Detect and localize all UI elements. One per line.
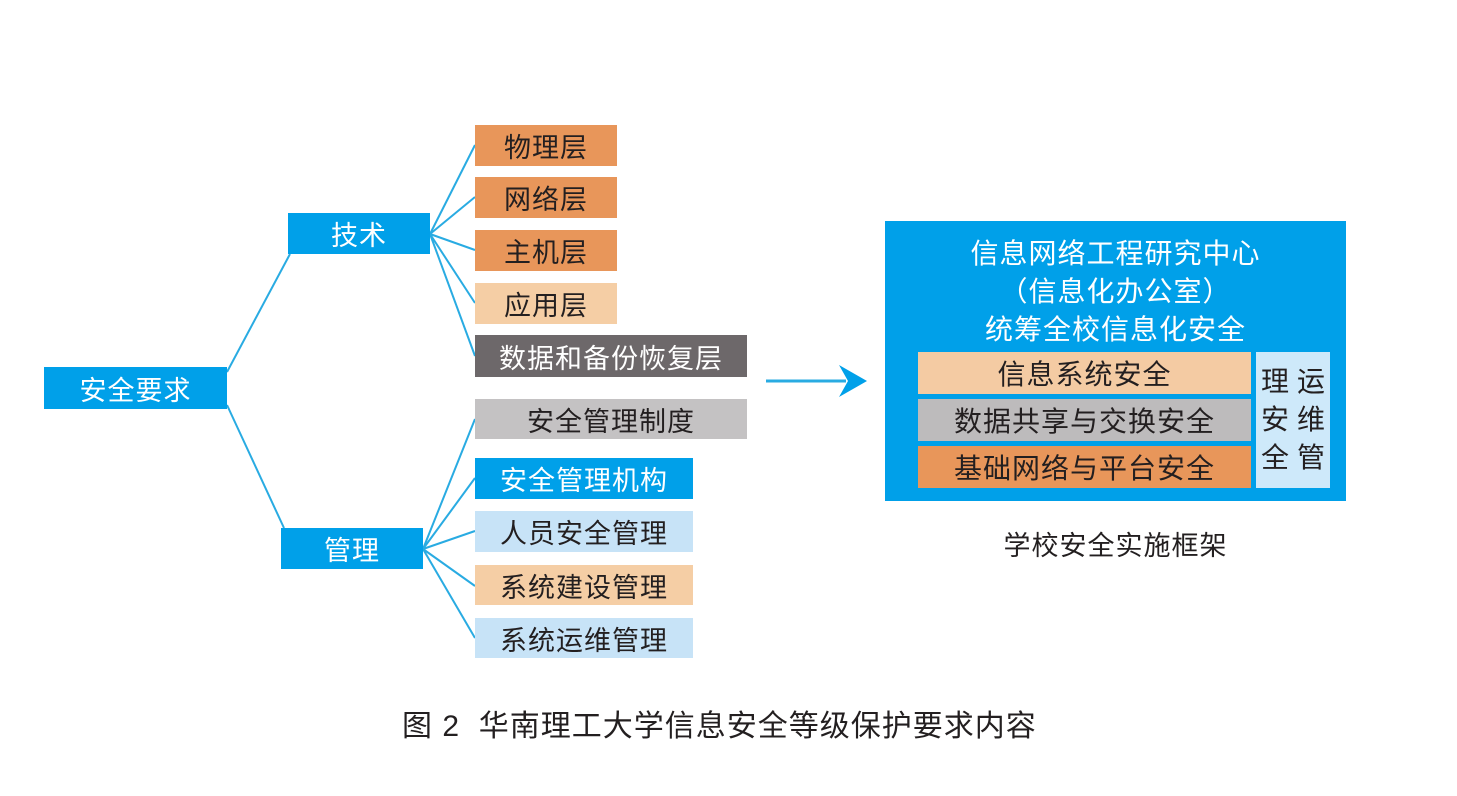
row-information-system-security: 信息系统安全 <box>918 352 1251 394</box>
tree-connectors <box>226 144 476 639</box>
framework-title-line3: 统筹全校信息化安全 <box>984 314 1246 345</box>
connector-line <box>429 233 476 304</box>
node-system-construction-mgmt: 系统建设管理 <box>475 565 693 605</box>
connector-line <box>422 418 476 550</box>
connector-line <box>226 404 285 529</box>
node-personnel-security-mgmt: 人员安全管理 <box>475 511 693 552</box>
node-system-operation-mgmt: 系统运维管理 <box>475 618 693 658</box>
framework-caption: 学校安全实施框架 <box>1003 531 1228 561</box>
node-physical-layer: 物理层 <box>475 125 617 166</box>
row-basic-network-platform-security: 基础网络与平台安全 <box>918 446 1251 488</box>
side-column-left: 理安全 <box>1260 366 1289 473</box>
node-data-backup-recovery-layer: 数据和备份恢复层 <box>475 335 747 377</box>
connector-line <box>422 530 476 550</box>
connector-line <box>226 253 291 373</box>
figure-caption: 图 2 华南理工大学信息安全等级保护要求内容 <box>402 710 1037 743</box>
node-application-layer: 应用层 <box>475 283 617 324</box>
framework-title-line1: 信息网络工程研究中心 <box>970 238 1261 269</box>
node-technology: 技术 <box>288 213 430 254</box>
framework-title: 信息网络工程研究中心 （信息化办公室） 统筹全校信息化安全 <box>885 235 1346 349</box>
node-management: 管理 <box>281 528 423 569</box>
side-label-om-mgmt-security: 理安全 运维管 <box>1256 352 1330 488</box>
framework-panel: 信息网络工程研究中心 （信息化办公室） 统筹全校信息化安全 信息系统安全 数据共… <box>885 221 1346 501</box>
node-network-layer: 网络层 <box>475 177 617 218</box>
row-data-sharing-exchange-security: 数据共享与交换安全 <box>918 399 1251 441</box>
connector-line <box>429 144 476 235</box>
node-security-requirements: 安全要求 <box>44 367 227 409</box>
node-security-mgmt-system: 安全管理制度 <box>475 399 747 439</box>
arrow-head-icon <box>839 365 867 397</box>
connector-line <box>422 548 476 587</box>
framework-title-line2: （信息化办公室） <box>999 276 1232 307</box>
side-column-right: 运维管 <box>1296 366 1325 473</box>
connector-line <box>429 233 476 251</box>
connector-line <box>429 196 476 235</box>
connector-line <box>422 548 476 639</box>
connector-line <box>429 233 476 357</box>
connector-line <box>422 477 476 550</box>
node-security-mgmt-organization: 安全管理机构 <box>475 458 693 499</box>
flow-arrow <box>766 365 867 397</box>
node-host-layer: 主机层 <box>475 230 617 271</box>
